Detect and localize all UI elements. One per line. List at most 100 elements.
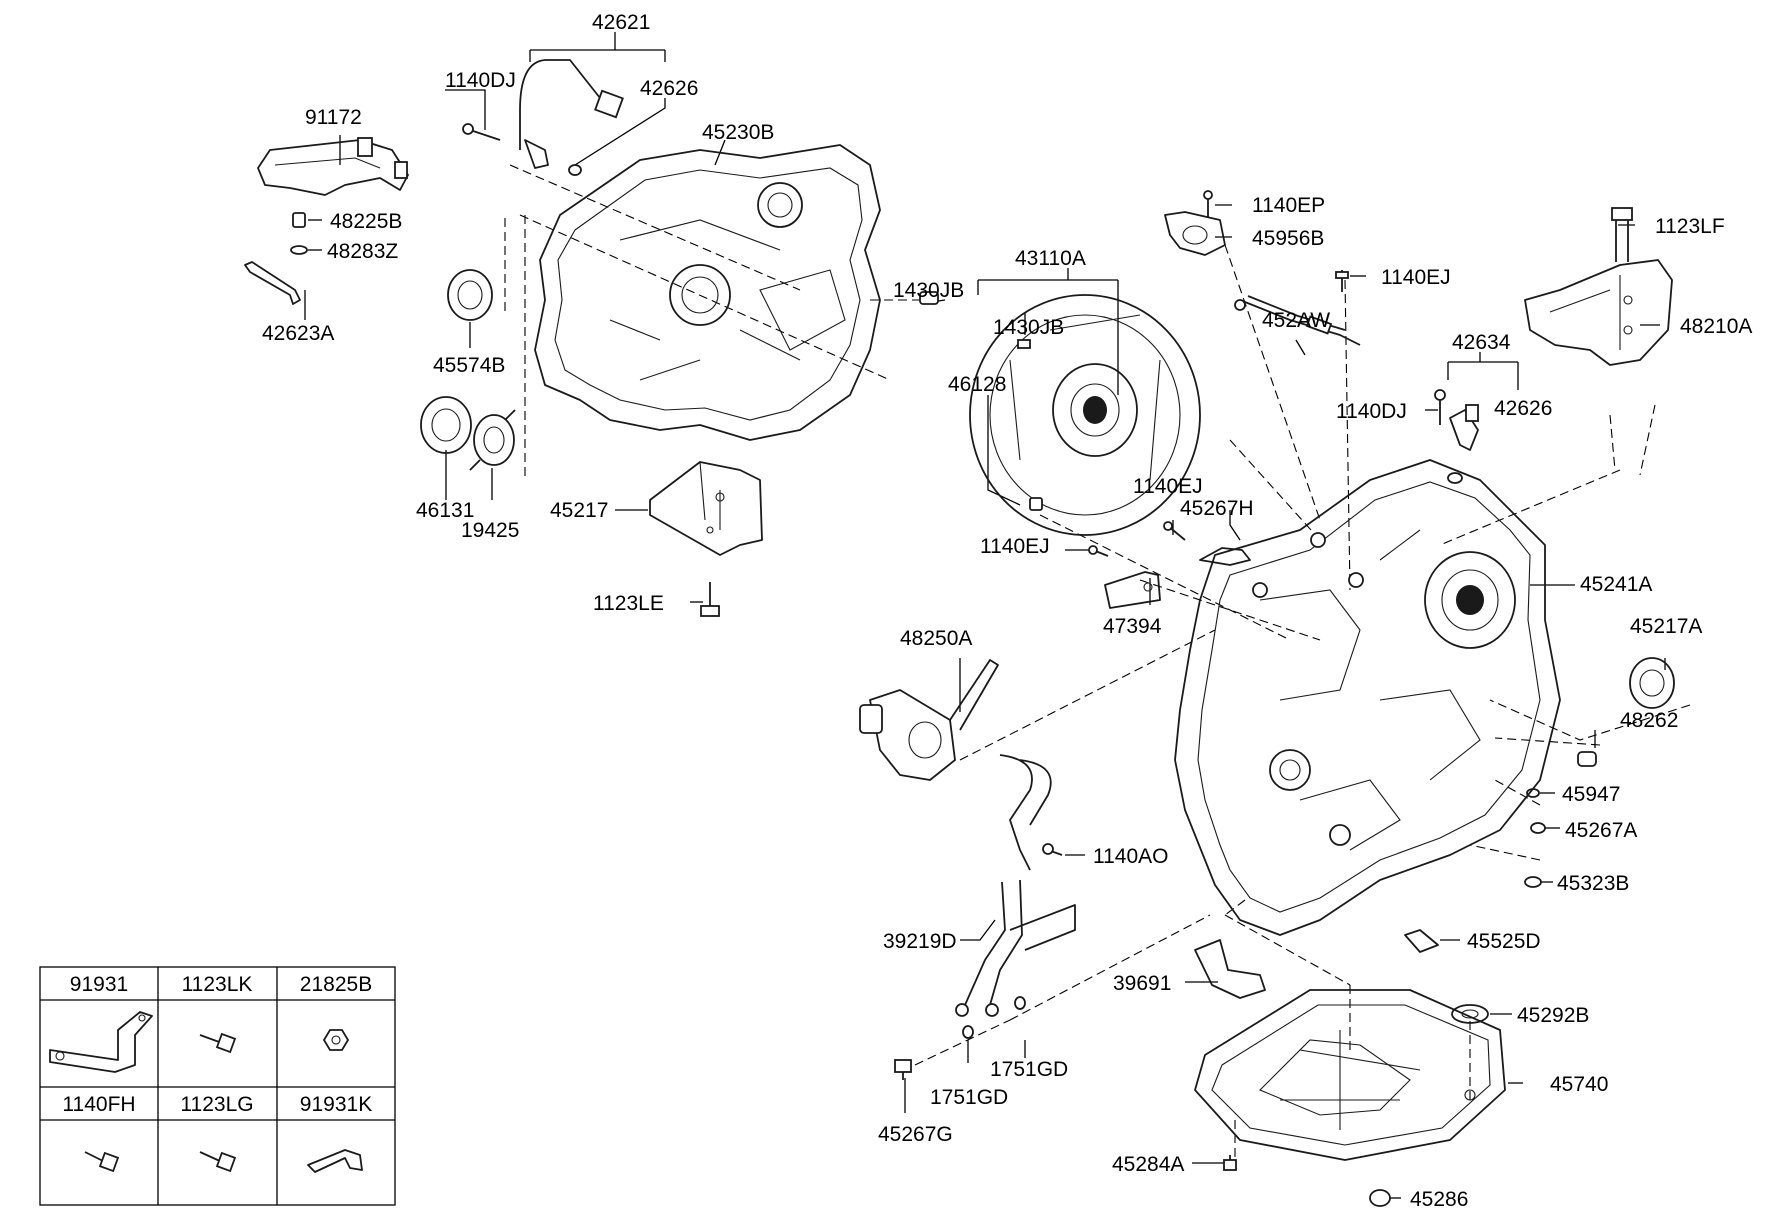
label-48210A[interactable]: 48210A — [1680, 315, 1752, 338]
label-45956B[interactable]: 45956B — [1252, 227, 1324, 250]
label-19425[interactable]: 19425 — [461, 519, 519, 542]
part-45230B-converter-housing[interactable] — [534, 144, 881, 441]
part-452AW-harness[interactable] — [1234, 295, 1361, 346]
label-1123LE[interactable]: 1123LE — [593, 592, 664, 615]
part-42621-sensor-harness[interactable] — [519, 59, 624, 169]
label-45230B[interactable]: 45230B — [702, 121, 774, 144]
part-45323B-oring[interactable] — [1524, 876, 1542, 888]
label-1140DJ-a[interactable]: 1140DJ — [445, 69, 516, 92]
label-47394[interactable]: 47394 — [1103, 615, 1162, 638]
label-42621[interactable]: 42621 — [592, 11, 650, 34]
part-48225B-fitting[interactable] — [292, 212, 306, 228]
label-45267H[interactable]: 45267H — [1180, 497, 1254, 520]
label-45286[interactable]: 45286 — [1410, 1188, 1468, 1211]
label-45267A[interactable]: 45267A — [1565, 819, 1637, 842]
part-46128-pin[interactable] — [1029, 497, 1043, 511]
table-cell-1123LK[interactable]: 1123LK — [182, 973, 253, 996]
label-45323B[interactable]: 45323B — [1557, 872, 1629, 895]
label-48283Z[interactable]: 48283Z — [327, 240, 398, 263]
part-45267G-bolt[interactable] — [894, 1059, 912, 1080]
part-45267A-oring[interactable] — [1530, 822, 1546, 834]
part-45574B-seal[interactable] — [447, 269, 493, 321]
label-48262[interactable]: 48262 — [1620, 709, 1678, 732]
part-45267H-plate[interactable] — [1199, 547, 1251, 566]
part-1751GD-washer-a[interactable] — [1014, 996, 1026, 1010]
part-1751GD-washer-b[interactable] — [962, 1025, 974, 1039]
part-1140EJ-bolt-c[interactable] — [1088, 545, 1109, 557]
label-452AW[interactable]: 452AW — [1262, 309, 1330, 332]
label-45217A[interactable]: 45217A — [1630, 615, 1702, 638]
label-45947[interactable]: 45947 — [1562, 783, 1620, 806]
part-1430JB-dowel-a[interactable] — [919, 291, 939, 305]
part-45284A-bolt[interactable] — [1223, 1155, 1237, 1171]
part-1140EJ-bolt-b[interactable] — [1163, 521, 1186, 541]
label-42623A[interactable]: 42623A — [262, 322, 334, 345]
part-1123LF-bolt[interactable] — [1611, 207, 1633, 262]
part-48262-gasket[interactable] — [1577, 751, 1597, 767]
label-45217[interactable]: 45217 — [550, 499, 608, 522]
label-45284A[interactable]: 45284A — [1112, 1153, 1184, 1176]
part-45217A-seal[interactable] — [1629, 657, 1675, 709]
label-42634[interactable]: 42634 — [1452, 331, 1511, 354]
label-45241A[interactable]: 45241A — [1580, 573, 1652, 596]
label-1751GD-a[interactable]: 1751GD — [990, 1058, 1068, 1081]
part-45286-plug[interactable] — [1369, 1189, 1391, 1207]
part-1140EJ-bolt-a[interactable] — [1335, 270, 1349, 292]
part-45947-oring[interactable] — [1526, 788, 1540, 798]
part-48250A-selector-shaft[interactable] — [859, 659, 999, 781]
part-46131-seal[interactable] — [420, 396, 472, 454]
part-48283Z-oring[interactable] — [290, 245, 308, 255]
label-46131[interactable]: 46131 — [416, 499, 474, 522]
label-39219D[interactable]: 39219D — [883, 930, 957, 953]
label-1140DJ-b[interactable]: 1140DJ — [1336, 400, 1407, 423]
part-48210A-bracket[interactable] — [1524, 259, 1673, 366]
part-45525D-clip[interactable] — [1404, 929, 1439, 953]
label-42626-b[interactable]: 42626 — [1494, 397, 1552, 420]
label-45292B[interactable]: 45292B — [1517, 1004, 1589, 1027]
part-19425-bushing[interactable] — [469, 409, 516, 471]
label-1140EJ-b[interactable]: 1140EJ — [1133, 475, 1203, 498]
part-42626-oring-b[interactable] — [1447, 472, 1463, 484]
part-45740-oil-pan[interactable] — [1194, 989, 1506, 1161]
part-39219D-oil-cooler-pipe[interactable] — [955, 754, 1076, 1017]
label-45574B[interactable]: 45574B — [433, 354, 505, 377]
table-cell-1123LG[interactable]: 1123LG — [180, 1093, 253, 1116]
part-1140DJ-bolt-a[interactable] — [462, 123, 501, 141]
label-45525D[interactable]: 45525D — [1467, 930, 1541, 953]
part-1140DJ-bolt-b[interactable] — [1434, 389, 1446, 425]
table-cell-21825B[interactable]: 21825B — [300, 973, 372, 996]
part-42626-oring-a[interactable] — [568, 164, 582, 176]
part-1140EP-bolt[interactable] — [1203, 190, 1213, 218]
part-45217-bracket[interactable] — [649, 461, 763, 556]
table-cell-91931K[interactable]: 91931K — [300, 1093, 372, 1116]
label-46128[interactable]: 46128 — [948, 373, 1006, 396]
part-45292B-plug[interactable] — [1451, 1004, 1489, 1024]
part-1140AO-bolt[interactable] — [1042, 843, 1063, 856]
label-42626-a[interactable]: 42626 — [640, 77, 698, 100]
label-1140EJ-a[interactable]: 1140EJ — [1381, 266, 1451, 289]
label-1140EJ-c[interactable]: 1140EJ — [980, 535, 1050, 558]
label-91172[interactable]: 91172 — [305, 106, 362, 129]
part-45241A-transaxle-case[interactable] — [1174, 459, 1561, 936]
part-45956B-sensor[interactable] — [1164, 211, 1226, 256]
label-1430JB-a[interactable]: 1430JB — [893, 279, 964, 302]
label-39691[interactable]: 39691 — [1113, 972, 1171, 995]
part-39691-bracket[interactable] — [1194, 939, 1266, 999]
label-45740[interactable]: 45740 — [1550, 1073, 1608, 1096]
table-cell-1140FH[interactable]: 1140FH — [62, 1093, 135, 1116]
label-45267G[interactable]: 45267G — [878, 1123, 953, 1146]
part-43110A-oil-pump[interactable] — [969, 294, 1201, 536]
label-43110A[interactable]: 43110A — [1015, 247, 1086, 270]
label-1751GD-b[interactable]: 1751GD — [930, 1086, 1008, 1109]
label-1430JB-b[interactable]: 1430JB — [993, 316, 1064, 339]
part-42623A-bracket[interactable] — [244, 261, 301, 305]
part-91172-harness-bracket[interactable] — [257, 137, 409, 196]
label-1123LF[interactable]: 1123LF — [1655, 215, 1725, 238]
label-1140EP[interactable]: 1140EP — [1252, 194, 1325, 217]
part-1430JB-dowel-b[interactable] — [1017, 339, 1031, 349]
part-42634-sensor[interactable] — [1449, 404, 1479, 451]
label-48250A[interactable]: 48250A — [900, 627, 972, 650]
part-47394-plate[interactable] — [1104, 571, 1161, 609]
label-48225B[interactable]: 48225B — [330, 210, 402, 233]
table-cell-91931[interactable]: 91931 — [70, 973, 128, 996]
